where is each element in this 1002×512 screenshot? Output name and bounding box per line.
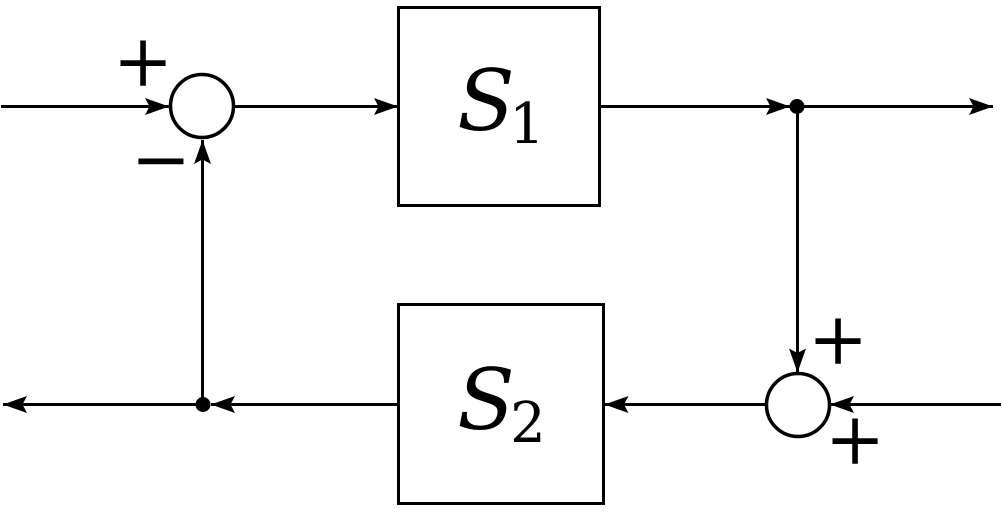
branch-node-bottom bbox=[195, 397, 211, 412]
block-s1-label-subscript: 1 bbox=[509, 92, 545, 157]
summing-junction-left bbox=[168, 72, 236, 140]
sum-left-plus-sign: + bbox=[113, 19, 173, 103]
block-s1-label: S bbox=[457, 52, 515, 150]
block-s2-box bbox=[397, 303, 605, 505]
sum-right-plus-sign-top: + bbox=[808, 297, 868, 381]
summing-junction-right bbox=[764, 371, 832, 439]
sum-left-minus-sign: − bbox=[131, 117, 191, 201]
block-s1-box bbox=[397, 6, 601, 207]
sum-right-plus-sign-bottom: + bbox=[825, 397, 885, 481]
block-s2-label-subscript: 2 bbox=[510, 391, 546, 456]
branch-node-top bbox=[789, 99, 805, 114]
block-s2-label: S bbox=[457, 351, 515, 449]
